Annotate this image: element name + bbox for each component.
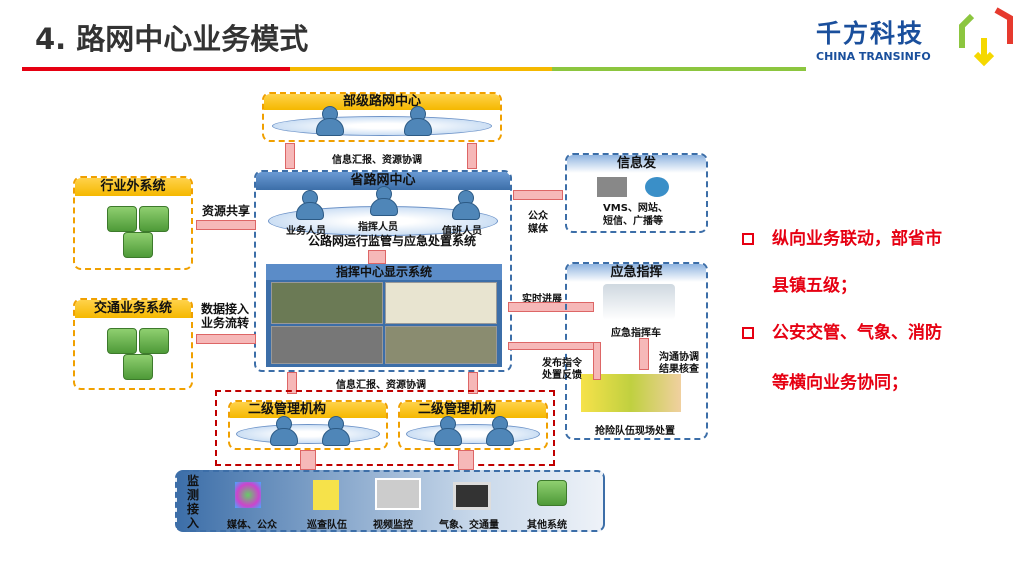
logo: 千方科技 CHINA TRANSINFO <box>816 14 931 63</box>
command-arrow <box>508 342 600 350</box>
person-icon <box>296 190 324 220</box>
website-icon <box>645 177 669 197</box>
link-bottom-label: 信息汇报、资源协调 <box>336 380 426 391</box>
role-label: 业务人员 <box>286 226 326 237</box>
province-center-title: 省路网中心 <box>256 172 510 190</box>
person-icon <box>452 190 480 220</box>
command-vehicle-image <box>603 284 675 320</box>
system-name: 公路网运行监管与应急处置系统 <box>308 234 477 248</box>
display-system-panel: 指挥中心显示系统 <box>266 264 502 367</box>
ministry-center-title: 部级路网中心 <box>264 94 500 110</box>
cmd-label: 处置反馈 <box>542 370 582 381</box>
secondary-title: 二级管理机构 <box>230 402 386 418</box>
weather-monitor-icon <box>453 482 491 510</box>
publish-title: 信息发 <box>567 155 706 173</box>
role-label: 指挥人员 <box>358 222 398 233</box>
vehicle-label: 应急指挥车 <box>611 328 661 339</box>
emergency-title: 应急指挥 <box>567 264 706 282</box>
person-icon <box>404 106 432 136</box>
header-line-yellow <box>290 67 552 71</box>
up-arrow <box>300 450 316 470</box>
bullet-text: 公安交管、气象、消防 <box>772 323 942 343</box>
display-system-title: 指挥中心显示系统 <box>266 264 502 280</box>
up-arrow <box>368 250 386 264</box>
traffic-link-label: 数据接入 <box>201 302 250 316</box>
person-icon <box>434 416 462 446</box>
publish-link-label: 公众 <box>528 211 548 222</box>
double-arrow <box>196 220 256 230</box>
logo-cube-icon <box>959 7 1013 67</box>
traffic-link-label: 业务流转 <box>201 316 250 330</box>
coord-label: 沟通协调 <box>659 352 699 363</box>
external-link-label: 资源共享 <box>202 204 251 218</box>
monitor-item-label: 媒体、公众 <box>227 520 277 531</box>
right-arrow <box>513 190 563 200</box>
bullet-item: 纵向业务联动，部省市 <box>742 224 942 249</box>
person-icon <box>486 416 514 446</box>
publish-desc: VMS、网站、 <box>603 203 668 214</box>
double-arrow <box>287 372 297 394</box>
header-line-red <box>22 67 290 71</box>
header-line-green <box>552 67 806 71</box>
page-title: 4. 路网中心业务模式 <box>35 22 309 56</box>
monitor-item-label: 巡查队伍 <box>307 520 347 531</box>
emergency-box: 应急指挥 应急指挥车 沟通协调 结果核查 抢险队伍现场处置 <box>565 262 708 440</box>
logo-en: CHINA TRANSINFO <box>816 50 931 63</box>
monitor-title: 监测接入 <box>187 474 200 530</box>
bullet-item: 公安交管、气象、消防 <box>742 318 942 343</box>
up-arrow <box>458 450 474 470</box>
bullet-square-icon <box>742 233 754 245</box>
person-icon <box>370 186 398 216</box>
person-icon <box>316 106 344 136</box>
publish-box: 信息发 VMS、网站、 短信、广播等 <box>565 153 708 233</box>
bullet-square-icon <box>742 327 754 339</box>
coord-label: 结果核查 <box>659 364 699 375</box>
link-top-label: 信息汇报、资源协调 <box>332 155 422 166</box>
monitor-item-label: 视频监控 <box>373 520 413 531</box>
role-label: 值班人员 <box>442 226 482 237</box>
ministry-center-box: 部级路网中心 <box>262 92 502 142</box>
bullet-text: 等横向业务协同； <box>772 373 908 393</box>
external-system-title: 行业外系统 <box>75 178 191 196</box>
publish-desc: 短信、广播等 <box>603 216 663 227</box>
double-arrow <box>285 143 295 169</box>
secondary-title: 二级管理机构 <box>400 402 546 418</box>
video-icon <box>375 478 421 510</box>
person-icon <box>270 416 298 446</box>
province-center-box: 省路网中心 业务人员 指挥人员 值班人员 公路网运行监管与应急处置系统 指挥中心… <box>254 170 512 372</box>
media-icon <box>235 482 261 508</box>
person-icon <box>322 416 350 446</box>
double-arrow <box>467 143 477 169</box>
secondary-box: 二级管理机构 <box>228 400 388 450</box>
rescue-team-label: 抢险队伍现场处置 <box>595 426 675 437</box>
traffic-system-box: 交通业务系统 <box>73 298 193 390</box>
monitor-bar: 监测接入 媒体、公众 巡查队伍 视频监控 气象、交通量 其他系统 <box>175 470 605 532</box>
double-arrow <box>468 372 478 394</box>
publish-link-label: 媒体 <box>528 224 548 235</box>
external-system-box: 行业外系统 <box>73 176 193 270</box>
double-arrow <box>639 338 649 370</box>
monitor-item-label: 其他系统 <box>527 520 567 531</box>
double-arrow <box>508 302 594 312</box>
logo-cn: 千方科技 <box>816 19 925 48</box>
bullet-text: 纵向业务联动，部省市 <box>772 229 942 249</box>
vms-image <box>597 177 627 197</box>
traffic-system-title: 交通业务系统 <box>75 300 191 318</box>
cmd-label: 发布指令 <box>542 358 582 369</box>
other-system-icon <box>537 480 567 506</box>
rescue-team-image <box>581 374 681 412</box>
command-arrow <box>593 342 601 380</box>
patrol-icon <box>313 480 339 510</box>
bullet-text: 县镇五级； <box>772 276 857 296</box>
monitor-item-label: 气象、交通量 <box>439 520 499 531</box>
double-arrow <box>196 334 256 344</box>
secondary-box: 二级管理机构 <box>398 400 548 450</box>
secondary-group-box <box>215 390 555 466</box>
realtime-label: 实时进展 <box>522 294 562 305</box>
